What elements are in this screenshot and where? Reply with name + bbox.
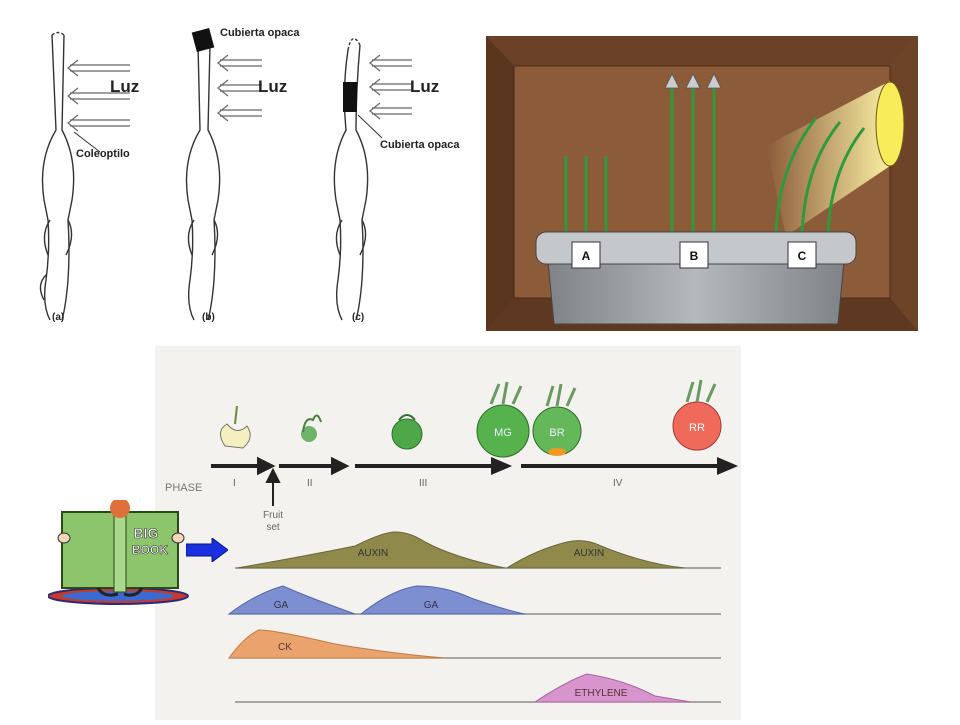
svg-text:CK: CK	[278, 642, 292, 653]
auxin-peak-2	[505, 540, 686, 569]
ck-peak	[228, 629, 446, 659]
phase-ii-label: II	[307, 478, 313, 489]
flower-icon	[220, 405, 251, 449]
coleoptile-drawing: Luz Coleoptilo (a) Luz Cubierta opaca (b…	[39, 27, 460, 323]
light-label-b: Luz	[258, 77, 287, 96]
seedlings-c	[774, 117, 866, 237]
phototropism-box-panel: A B C	[485, 35, 919, 332]
coleoptile-b	[185, 44, 221, 321]
svg-text:AUXIN: AUXIN	[358, 548, 389, 559]
light-label-a: Luz	[110, 77, 139, 96]
light-arrows-c	[369, 54, 412, 120]
panel-c-label: (c)	[352, 312, 364, 323]
svg-text:GA: GA	[424, 600, 439, 611]
opaque-cover-label-b: Cubierta opaca	[220, 27, 300, 39]
growth-arrow-icons	[664, 73, 722, 89]
opaque-cover-label-c: Cubierta opaca	[380, 139, 460, 151]
timeline-baselines	[229, 567, 721, 703]
svg-text:RR: RR	[689, 422, 705, 434]
light-arrows-b	[217, 54, 262, 122]
pot-label-a: A	[571, 241, 601, 269]
fruit-set-arrow	[265, 467, 281, 506]
auxin-peak-1	[236, 531, 506, 569]
mature-green-fruit-icon: MG	[476, 381, 530, 458]
phase-iii-label: III	[419, 478, 427, 489]
svg-text:C: C	[798, 249, 807, 263]
ethylene-peak	[533, 673, 692, 703]
svg-text:AUXIN: AUXIN	[574, 548, 605, 559]
svg-text:B: B	[690, 249, 699, 263]
pot-label-b: B	[679, 241, 709, 269]
seedlings-a	[564, 156, 608, 236]
svg-text:ETHYLENE: ETHYLENE	[575, 688, 628, 699]
ga-peak-1	[227, 585, 356, 615]
coleoptile-experiments-panel: Luz Coleoptilo (a) Luz Cubierta opaca (b…	[30, 20, 480, 335]
opaque-band-c	[343, 82, 357, 112]
seedlings-b	[670, 86, 716, 236]
big-book-title-1: BIG	[134, 525, 159, 541]
pot-label-c: C	[787, 241, 817, 269]
small-fruit-icon	[301, 414, 322, 442]
pot	[547, 260, 845, 325]
fruit-development-panel: MG BR RR PHASE I II III IV	[155, 346, 741, 720]
panel-b-label: (b)	[202, 312, 215, 323]
light-arrows-a	[67, 59, 130, 132]
big-book-title-2: BOOK	[132, 543, 168, 557]
red-ripe-fruit-icon: RR	[672, 379, 722, 451]
panel-a-label: (a)	[52, 312, 64, 323]
coleoptile-a	[39, 31, 75, 321]
phototropism-drawing: A B C	[485, 35, 919, 332]
big-book-clipart: BIG BOOK	[47, 498, 198, 606]
svg-text:A: A	[582, 249, 591, 263]
coleoptile-label: Coleoptilo	[76, 148, 130, 160]
phase-arrows	[211, 456, 739, 476]
phase-label: PHASE	[165, 482, 202, 494]
hormone-timeline-drawing: MG BR RR PHASE I II III IV	[165, 379, 739, 703]
svg-text:MG: MG	[494, 427, 512, 439]
pointer-arrow-icon	[185, 537, 229, 563]
svg-text:BR: BR	[549, 427, 564, 439]
ga-peak-2	[359, 585, 526, 615]
light-label-c: Luz	[410, 77, 439, 96]
young-fruit-icon	[391, 414, 423, 450]
coleoptile-c	[333, 37, 369, 321]
opaque-cap-b	[191, 28, 215, 52]
phase-i-label: I	[233, 478, 236, 489]
light-source-icon	[875, 81, 905, 167]
svg-text:GA: GA	[274, 600, 289, 611]
breaker-fruit-icon: BR	[532, 383, 582, 456]
phase-iv-label: IV	[613, 478, 623, 489]
